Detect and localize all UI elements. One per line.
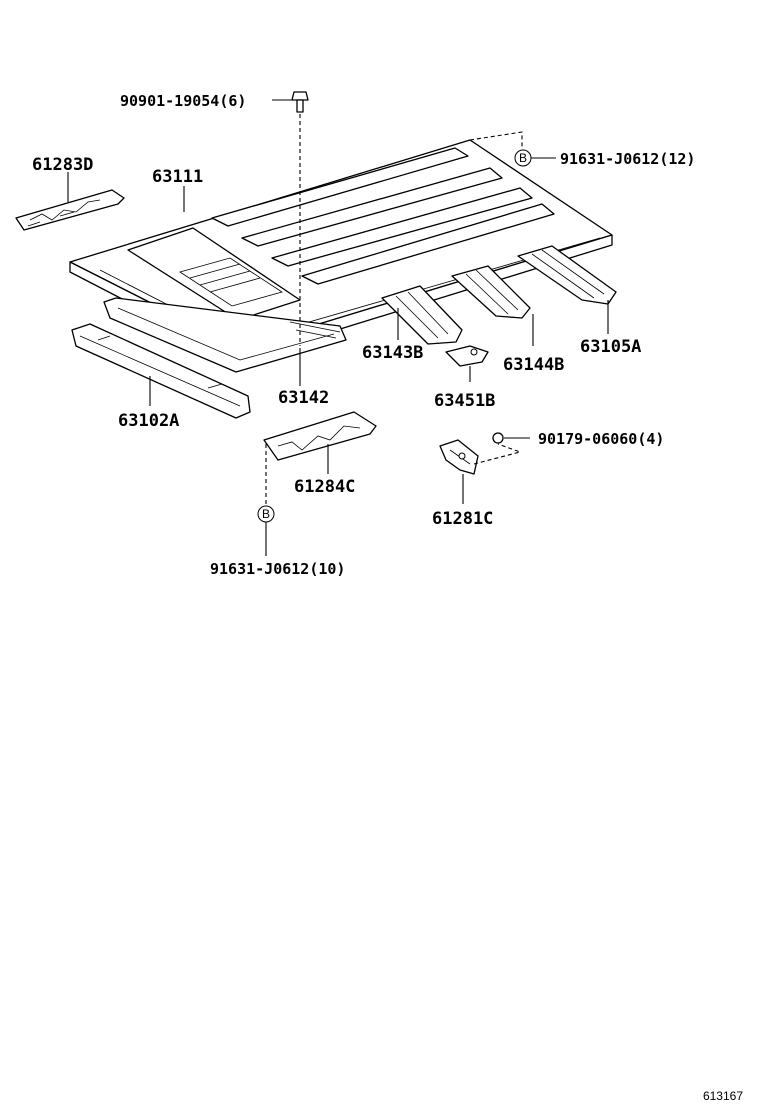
roof-bow-63105a xyxy=(517,245,617,334)
label-63105a: 63105A xyxy=(580,337,641,357)
callout-b-top: B xyxy=(514,149,532,167)
label-nut: 90179-06060(4) xyxy=(538,430,664,448)
roof-panel-63111 xyxy=(69,139,613,361)
bolt-icon xyxy=(291,91,309,113)
roof-bow-63144b xyxy=(451,265,534,346)
callout-b-bottom: B xyxy=(257,505,275,523)
svg-text:B: B xyxy=(262,507,270,521)
label-63144b: 63144B xyxy=(503,355,564,375)
header-63102a xyxy=(71,323,251,419)
label-63143b: 63143B xyxy=(362,343,423,363)
bracket-63451b xyxy=(445,345,489,382)
label-63451b: 63451B xyxy=(434,391,495,411)
label-61284c: 61284C xyxy=(294,477,355,497)
label-b-bottom: 91631-J0612(10) xyxy=(210,560,345,578)
label-b-top: 91631-J0612(12) xyxy=(560,150,695,168)
label-63142: 63142 xyxy=(278,388,329,408)
figure-number: 613167 xyxy=(703,1089,743,1103)
label-61281c: 61281C xyxy=(432,509,493,529)
bracket-61284c xyxy=(263,411,377,474)
callout-b-top-leader xyxy=(469,131,523,148)
label-bolt: 90901-19054(6) xyxy=(120,92,246,110)
svg-text:B: B xyxy=(519,151,527,165)
label-63111: 63111 xyxy=(152,167,203,187)
roof-bow-63143b xyxy=(381,285,463,345)
label-63102a: 63102A xyxy=(118,411,179,431)
nut-icon xyxy=(492,432,504,444)
bracket-61283d xyxy=(15,172,125,231)
bracket-61281c xyxy=(439,439,479,504)
header-63142 xyxy=(103,297,347,386)
nut-leader xyxy=(473,443,522,465)
label-61283d: 61283D xyxy=(32,155,93,175)
